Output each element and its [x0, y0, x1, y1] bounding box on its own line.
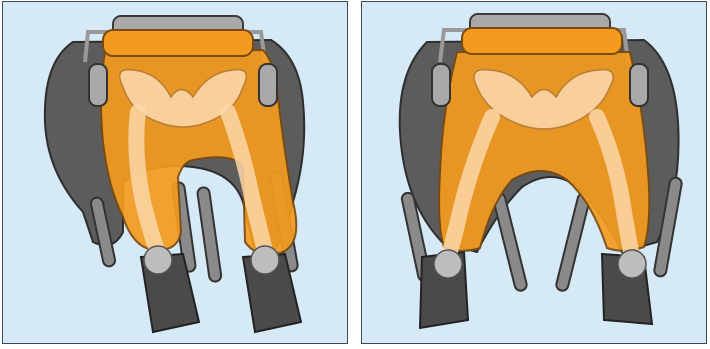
cushion-top [103, 30, 253, 56]
frame-tube-3 [555, 192, 591, 292]
panel-right [361, 1, 707, 344]
seating-illustration-right [362, 2, 707, 344]
lateral-support-left [432, 64, 450, 106]
frame-tube-3 [197, 187, 222, 283]
lateral-support-right [259, 64, 277, 106]
knee-right [251, 246, 279, 274]
knee-left [434, 250, 462, 278]
knee-right [618, 250, 646, 278]
lateral-support-right [630, 64, 648, 106]
lateral-support-left [89, 64, 107, 106]
seating-illustration-left [3, 2, 348, 344]
knee-left [144, 246, 172, 274]
panel-left [2, 1, 348, 344]
cushion-top [462, 28, 622, 54]
frame-tube-2 [492, 192, 528, 292]
